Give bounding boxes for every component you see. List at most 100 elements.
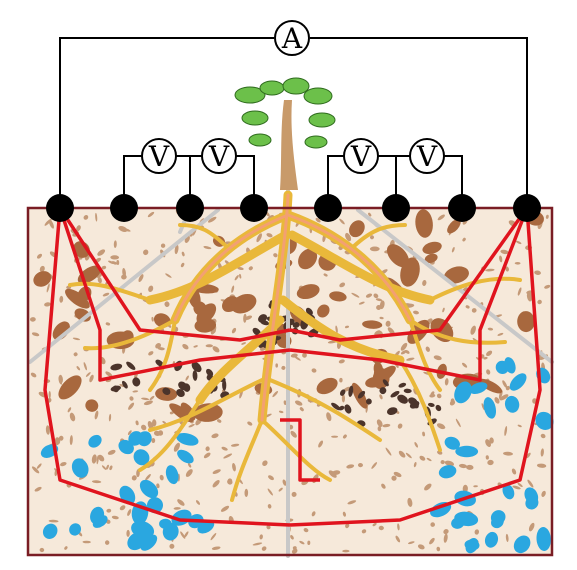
soil-grain: [241, 342, 246, 345]
soil-grain: [408, 541, 415, 545]
soil-grain: [486, 369, 491, 375]
soil-grain: [119, 505, 126, 511]
soil-grain: [205, 446, 210, 452]
soil-grain: [504, 426, 508, 436]
soil-grain: [193, 345, 198, 348]
soil-grain: [135, 420, 139, 426]
dark-pebble: [176, 388, 185, 398]
soil-grain: [376, 419, 383, 428]
dark-pebble: [365, 398, 372, 405]
dark-pebble: [408, 397, 418, 405]
soil-grain: [181, 251, 185, 257]
soil-section: [28, 208, 554, 555]
soil-grain: [391, 475, 397, 481]
soil-grain: [395, 535, 401, 543]
soil-grain: [106, 508, 112, 513]
soil-grain: [373, 293, 379, 299]
soil-grain: [436, 393, 442, 399]
soil-grain: [544, 284, 551, 289]
soil-grain: [231, 285, 235, 293]
soil-grain: [151, 438, 156, 443]
soil-grain: [379, 300, 385, 310]
soil-grain: [54, 437, 61, 445]
soil-grain: [345, 523, 350, 529]
soil-grain: [230, 443, 240, 447]
soil-grain: [76, 366, 81, 371]
soil-grain: [259, 534, 263, 540]
soil-grain: [326, 412, 332, 422]
water-pebble: [118, 439, 134, 455]
soil-grain: [266, 233, 273, 238]
water-pebble: [535, 411, 554, 430]
soil-grain: [107, 449, 116, 455]
plant-stem: [280, 100, 298, 190]
soil-grain: [429, 537, 435, 545]
soil-grain: [502, 380, 508, 388]
soil-grain: [458, 463, 468, 469]
pebble: [65, 288, 90, 309]
soil-grain: [143, 400, 153, 406]
soil-grain: [347, 500, 357, 505]
dark-pebble: [222, 379, 227, 391]
soil-grain: [541, 490, 546, 497]
dark-pebble: [398, 382, 407, 388]
voltmeter-icon: V: [141, 138, 177, 174]
wire-v3-left: [327, 155, 344, 208]
soil-grain: [470, 325, 476, 335]
soil-grain: [290, 430, 297, 438]
soil-grain: [540, 433, 546, 439]
electrode-icon: [513, 194, 541, 222]
soil-grain: [195, 500, 201, 505]
pebble: [415, 209, 433, 238]
soil-grain: [358, 462, 363, 468]
soil-grain: [442, 307, 445, 313]
soil-grain: [73, 352, 78, 357]
soil-grain: [164, 301, 170, 307]
soil-grain: [59, 380, 62, 385]
soil-grain: [526, 291, 533, 302]
soil-grain: [534, 270, 541, 275]
electrodes: [46, 194, 541, 222]
soil-grain: [381, 483, 386, 489]
wiring: [59, 37, 528, 208]
soil-grain: [419, 455, 426, 461]
ammeter-label: A: [281, 22, 303, 55]
soil-grain: [429, 393, 436, 398]
soil-grain: [165, 273, 172, 278]
soil-grain: [94, 410, 99, 420]
dark-pebble: [110, 363, 123, 371]
soil-grain: [344, 325, 350, 329]
soil-grain: [436, 423, 446, 430]
soil-grain: [397, 423, 403, 429]
soil-grain: [426, 457, 432, 462]
pebble: [298, 248, 318, 270]
soil-grain: [536, 463, 547, 468]
electrode-icon: [110, 194, 138, 222]
soil-grain: [318, 440, 324, 448]
electrode-icon: [46, 194, 74, 222]
soil-grain: [48, 519, 59, 523]
soil-grain: [69, 435, 73, 446]
wire-v2-right: [236, 155, 255, 208]
soil-grain: [462, 237, 466, 242]
soil-grain: [101, 265, 107, 270]
soil-grain: [503, 451, 513, 456]
soil-grain: [517, 424, 522, 428]
soil-grain: [261, 546, 267, 551]
soil-grain: [239, 273, 242, 279]
root-left-2: [145, 230, 291, 305]
soil-grain: [266, 525, 271, 530]
soil-grain: [443, 533, 448, 543]
soil-grain: [283, 400, 287, 405]
soil-grain: [160, 243, 166, 248]
water-pebble: [464, 539, 480, 551]
soil-grain: [397, 523, 400, 531]
soil-grain: [371, 462, 378, 469]
soil-grain: [180, 262, 185, 268]
soil-grain: [487, 327, 494, 331]
soil-grain: [145, 473, 151, 481]
soil-grain: [83, 362, 87, 371]
soil-grain: [527, 479, 534, 488]
wire-ammeter-left: [59, 37, 274, 208]
